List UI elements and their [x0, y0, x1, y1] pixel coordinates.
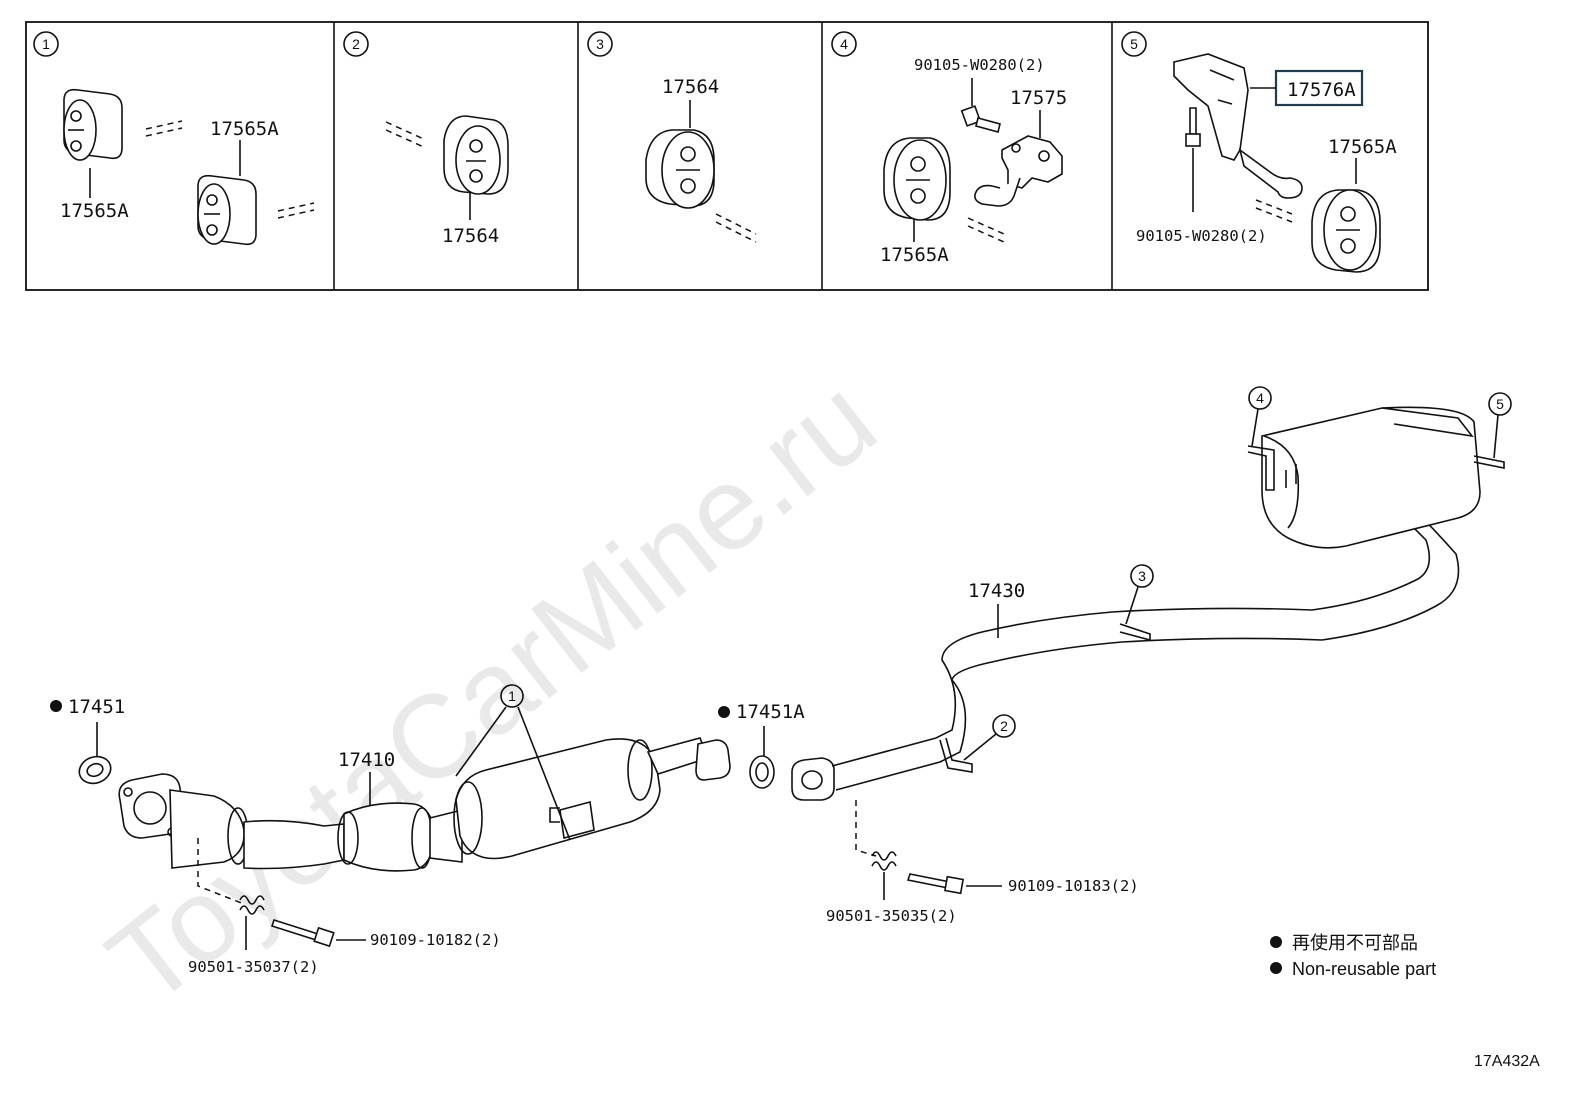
svg-text:5: 5	[1496, 396, 1504, 412]
gasket-right: 17451A	[718, 701, 805, 789]
detail-panel-5: 5 17576A 90105-W0280(2) 17565A	[1121, 31, 1397, 273]
non-reusable-dot	[50, 700, 62, 712]
muffler-bracket-icon	[1173, 53, 1303, 199]
spring-icon	[239, 895, 265, 915]
gasket-left-label: 17451	[68, 696, 125, 718]
rubber-hanger-icon	[197, 174, 257, 246]
detail-panel-4: 4 90105-W0280(2) 17575 17565A	[831, 31, 1067, 266]
panel-4-label-bracket: 17575	[1010, 87, 1067, 109]
bolt-icon	[1185, 107, 1201, 147]
svg-text:1: 1	[508, 688, 516, 704]
tail-pipe-assembly	[791, 406, 1505, 801]
detail-panel-3: 3 17564	[587, 31, 757, 243]
bolt-icon	[906, 873, 965, 895]
panel-4-label-bolt: 90105-W0280(2)	[914, 56, 1045, 74]
non-reusable-dot	[1270, 962, 1282, 974]
panel-5-label-bracket[interactable]: 17576A	[1287, 79, 1356, 101]
non-reusable-dot	[718, 706, 730, 718]
tail-pipe-label: 17430	[968, 580, 1025, 602]
callout-4: 4	[1248, 386, 1272, 447]
bolt-right-label: 90109-10183(2)	[1008, 877, 1139, 895]
bolt-left-label: 90109-10182(2)	[370, 931, 501, 949]
panel-4-label-hanger: 17565A	[880, 244, 949, 266]
detail-panel-1: 1 17565A 17565A	[33, 31, 315, 246]
callout-1: 1	[455, 684, 571, 841]
bolt-icon	[270, 918, 335, 948]
diagram-code: 17A432A	[1474, 1053, 1540, 1070]
panel-5-label-bolt: 90105-W0280(2)	[1136, 227, 1267, 245]
detail-panels	[25, 21, 1429, 291]
rubber-hanger-icon	[883, 137, 951, 221]
legend: 再使用不可部品 Non-reusable part	[1270, 933, 1436, 979]
panel-5-label-hanger: 17565A	[1328, 136, 1397, 158]
rubber-hanger-icon	[443, 115, 509, 195]
front-pipe-label: 17410	[338, 749, 395, 771]
panel-5-number: 5	[1130, 36, 1138, 52]
callout-2: 2	[963, 714, 1016, 761]
spring-right-label: 90501-35035(2)	[826, 907, 957, 925]
svg-text:2: 2	[1000, 718, 1008, 734]
rubber-hanger-icon	[63, 88, 123, 161]
panel-2-label: 17564	[442, 225, 499, 247]
non-reusable-dot	[1270, 936, 1282, 948]
right-fasteners: 90501-35035(2) 90109-10183(2)	[826, 800, 1139, 925]
panel-1-label-a: 17565A	[60, 200, 129, 222]
gasket-left: 17451	[50, 696, 125, 785]
rubber-hanger-icon	[1311, 189, 1381, 273]
spring-icon	[871, 851, 897, 871]
panel-3-label: 17564	[662, 76, 719, 98]
svg-text:3: 3	[1138, 568, 1146, 584]
panel-2-number: 2	[352, 36, 360, 52]
hanger-bracket-icon	[974, 135, 1063, 207]
callout-5: 5	[1488, 392, 1512, 459]
front-pipe-assembly	[118, 737, 731, 872]
panel-3-number: 3	[596, 36, 604, 52]
panel-1-label-b: 17565A	[210, 118, 279, 140]
rubber-hanger-icon	[645, 129, 715, 209]
bolt-icon	[960, 105, 1001, 133]
panel-4-number: 4	[840, 36, 848, 52]
callout-3: 3	[1125, 564, 1154, 625]
svg-text:4: 4	[1256, 390, 1264, 406]
left-fasteners: 90501-35037(2) 90109-10182(2)	[188, 838, 501, 976]
detail-panel-2: 2 17564	[343, 31, 509, 247]
spring-left-label: 90501-35037(2)	[188, 958, 319, 976]
watermark: ToyotaCarMine.ru	[85, 353, 900, 1030]
panel-1-number: 1	[42, 36, 50, 52]
legend-jp: 再使用不可部品	[1292, 933, 1418, 953]
legend-en: Non-reusable part	[1292, 959, 1436, 979]
gasket-right-label: 17451A	[736, 701, 805, 723]
